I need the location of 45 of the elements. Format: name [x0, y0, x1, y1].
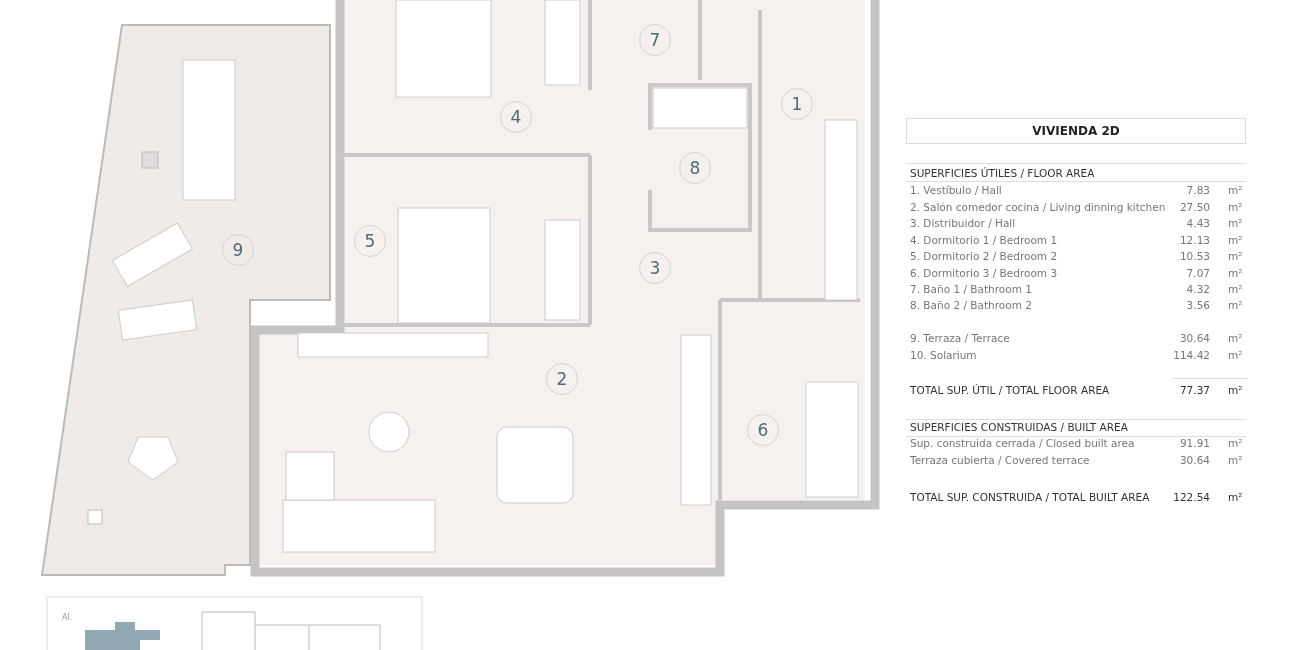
unit-label: m²: [1228, 184, 1243, 197]
unit-label: m²: [1228, 454, 1243, 467]
room-name: Terraza cubierta / Covered terrace: [910, 454, 1090, 467]
area-value: 30.64: [1178, 332, 1210, 345]
unit-label: m²: [1228, 201, 1243, 214]
unit-label: m²: [1228, 491, 1243, 504]
unit-label: m²: [1228, 437, 1243, 450]
total-label: TOTAL SUP. ÚTIL / TOTAL FLOOR AREA: [910, 384, 1110, 397]
room-name: 7. Baño 1 / Bathroom 1: [910, 283, 1032, 296]
room-name: Sup. construida cerrada / Closed built area: [910, 437, 1135, 450]
room-name: 4. Dormitorio 1 / Bedroom 1: [910, 234, 1058, 247]
area-value: 7.83: [1185, 184, 1210, 197]
unit-label: m²: [1228, 234, 1243, 247]
unit-label: m²: [1228, 283, 1243, 296]
unit-label: m²: [1228, 217, 1243, 230]
area-value: 4.43: [1185, 217, 1210, 230]
area-value: 4.32: [1185, 283, 1210, 296]
area-value: 7.07: [1185, 267, 1210, 280]
room-name: 9. Terraza / Terrace: [910, 332, 1010, 345]
unit-label: m²: [1228, 349, 1243, 362]
unit-label: m²: [1228, 250, 1243, 263]
room-name: 6. Dormitorio 3 / Bedroom 3: [910, 267, 1058, 280]
plan-title: VIVIENDA 2D: [906, 118, 1246, 144]
area-value: 12.13: [1178, 234, 1210, 247]
unit-label: m²: [1228, 332, 1243, 345]
room-name: 2. Salón comedor cocina / Living dinning kitchen: [910, 201, 1166, 214]
area-value: 114.42: [1172, 349, 1210, 362]
section-header: SUPERFICIES CONSTRUIDAS / BUILT AREA: [910, 421, 1128, 434]
area-value: 10.53: [1178, 250, 1210, 263]
room-name: 8. Baño 2 / Bathroom 2: [910, 299, 1032, 312]
area-value: 30.64: [1178, 454, 1210, 467]
unit-label: m²: [1228, 299, 1243, 312]
unit-label: m²: [1228, 384, 1243, 397]
room-name: 1. Vestíbulo / Hall: [910, 184, 1002, 197]
section-header: SUPERFICIES ÚTILES / FLOOR AREA: [910, 167, 1095, 180]
total-label: TOTAL SUP. CONSTRUIDA / TOTAL BUILT AREA: [910, 491, 1150, 504]
room-name: 5. Dormitorio 2 / Bedroom 2: [910, 250, 1058, 263]
unit-label: m²: [1228, 267, 1243, 280]
area-value: 3.56: [1185, 299, 1210, 312]
area-value: 91.91: [1178, 437, 1210, 450]
room-name: 10. Solarium: [910, 349, 977, 362]
area-value: 77.37: [1178, 384, 1210, 397]
level-label: Al.: [62, 612, 73, 624]
room-name: 3. Distribuidor / Hall: [910, 217, 1016, 230]
area-value: 122.54: [1172, 491, 1210, 504]
